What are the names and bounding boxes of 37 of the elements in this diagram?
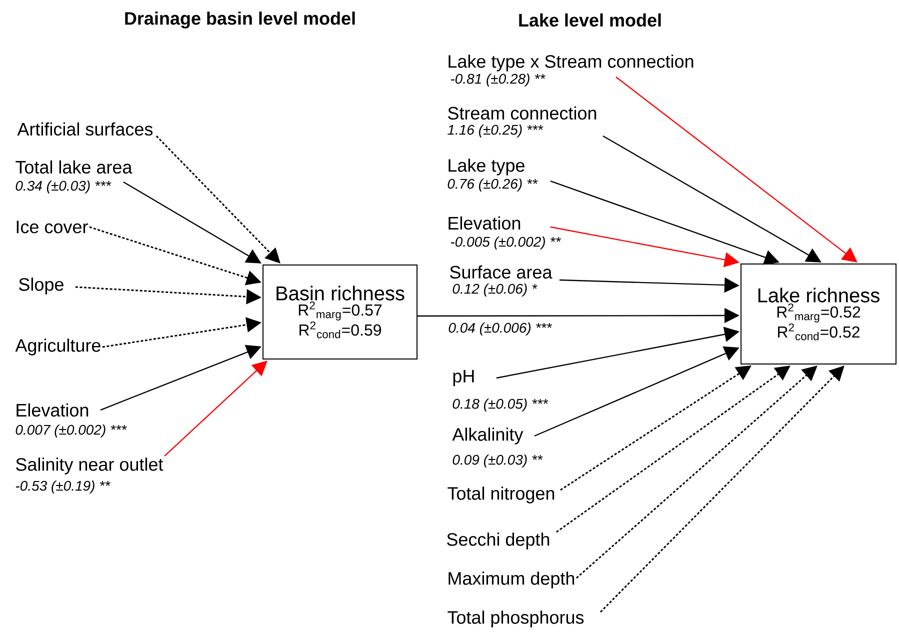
variable-text: Salinity near outlet bbox=[16, 458, 164, 474]
coefficient-text: -0.005 (±0.002) ** bbox=[450, 236, 561, 250]
variable-text: Agriculture bbox=[15, 338, 100, 356]
heading: Lake level model bbox=[519, 13, 661, 27]
variable-text: Total nitrogen bbox=[448, 486, 554, 504]
variable-text: Maximum depth bbox=[448, 572, 574, 588]
variable-text: Surface area bbox=[450, 265, 552, 279]
coefficient-text: 0.76 (±0.26) ** bbox=[448, 178, 538, 192]
variable-text: pH bbox=[453, 370, 474, 386]
variable-text: Lake type bbox=[448, 158, 524, 176]
richness-box: Lake richness R$^{2}$$_{marg}$=0.52 R$^{2}$$_{cond}$=0.52 bbox=[740, 264, 896, 364]
variable-text: Total lake area bbox=[16, 160, 132, 174]
variable-text: Secchi depth bbox=[447, 532, 550, 550]
variable-text: Elevation bbox=[448, 216, 520, 230]
coefficient-text: 0.34 (±0.03) *** bbox=[16, 180, 112, 194]
variable-text: Slope bbox=[19, 278, 64, 294]
coefficient-text: 1.16 (±0.25) *** bbox=[448, 124, 544, 138]
heading: Drainage basin level model bbox=[125, 12, 355, 28]
coefficient-text: 0.18 (±0.05) *** bbox=[452, 398, 548, 412]
coefficient-text: 0.007 (±0.002) *** bbox=[16, 424, 127, 438]
richness-box: Basin richness R$^{2}$$_{marg}$=0.57 R$^{2}$$_{cond}$=0.59 bbox=[262, 264, 418, 360]
arrow bbox=[156, 135, 280, 264]
arrow bbox=[164, 360, 268, 456]
arrow bbox=[616, 76, 858, 262]
coefficient-text: -0.53 (±0.19) ** bbox=[16, 480, 110, 494]
coefficient-text: -0.81 (±0.28) ** bbox=[450, 73, 546, 87]
variable-text: Ice cover bbox=[16, 220, 88, 234]
edge-label: 0.04 (±0.006) *** bbox=[447, 321, 553, 337]
variable-text: Stream connection bbox=[448, 106, 596, 120]
arrow bbox=[600, 366, 844, 613]
variable-text: Total phosphorus bbox=[448, 610, 584, 628]
coefficient-text: 0.12 (±0.06) * bbox=[452, 283, 538, 297]
variable-text: Elevation bbox=[16, 403, 88, 417]
coefficient-text: 0.09 (±0.03) ** bbox=[452, 454, 543, 468]
variable-text: Alkalinity bbox=[452, 428, 524, 444]
variable-text: Artificial surfaces bbox=[17, 122, 153, 136]
variable-text: Lake type x Stream connection bbox=[448, 54, 694, 72]
